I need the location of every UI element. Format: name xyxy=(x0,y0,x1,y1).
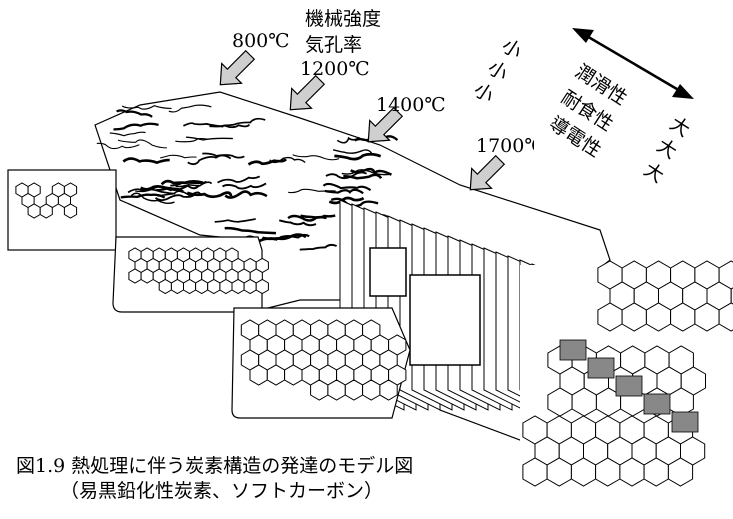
property-porosity: 気孔率 xyxy=(305,34,363,56)
figure-caption-subtitle: （易黒鉛化性炭素、ソフトカーボン） xyxy=(60,480,384,502)
inset-large-hexagon-layer xyxy=(231,307,411,419)
temp-label-1700: 1700℃ xyxy=(476,137,534,156)
temperature-arrow-icon xyxy=(469,154,506,191)
temperature-arrow-icon xyxy=(219,49,256,86)
hexagon-ring xyxy=(183,278,197,295)
hexagon-ring xyxy=(207,278,221,295)
stacking-block xyxy=(559,339,587,361)
inset-amorphous xyxy=(7,169,117,251)
hexagon-ring xyxy=(39,203,53,219)
hexagon-ring xyxy=(718,302,733,332)
stacking-block xyxy=(643,393,671,415)
hexagon-ring xyxy=(249,364,268,386)
hexagon-ring xyxy=(27,203,41,219)
hexagon-ring xyxy=(140,268,154,284)
hexagon-ring xyxy=(195,278,209,295)
temperature-arrow-icon xyxy=(289,74,326,111)
hexagon-ring xyxy=(219,278,233,295)
hexagon-ring xyxy=(255,278,269,295)
property-mechanical-strength: 機械強度 xyxy=(305,8,382,30)
stacking-block xyxy=(671,411,699,433)
hexagon-ring xyxy=(231,278,245,295)
temp-label-800: 800℃ xyxy=(232,30,290,52)
hexagon-ring xyxy=(327,379,346,401)
hexagon-ring xyxy=(63,203,78,219)
figure-caption: 図1.9 熱処理に伴う炭素構造の発達のモデル図 xyxy=(16,455,414,477)
hexagon-ring xyxy=(344,379,364,401)
stacking-block xyxy=(615,375,643,397)
temp-label-1400: 1400℃ xyxy=(376,94,446,116)
hexagon-ring xyxy=(379,379,398,401)
hexagon-ring xyxy=(667,457,694,487)
temperature-arrow-icon xyxy=(367,106,404,143)
hexagon-ring xyxy=(284,364,303,386)
inset-small-hexagon-layer xyxy=(112,236,269,313)
temp-label-1200: 1200℃ xyxy=(300,58,370,80)
hexagon-ring xyxy=(243,278,257,295)
graphite-lattice xyxy=(520,260,733,515)
hexagon-ring xyxy=(310,379,329,401)
hexagon-ring xyxy=(362,379,381,401)
hexagon-ring xyxy=(170,278,184,295)
double-headed-arrow xyxy=(572,28,694,99)
hexagon-ring xyxy=(158,278,172,295)
hexagon-ring xyxy=(266,364,286,386)
hexagon-ring xyxy=(128,268,142,284)
stacking-block xyxy=(587,357,615,379)
